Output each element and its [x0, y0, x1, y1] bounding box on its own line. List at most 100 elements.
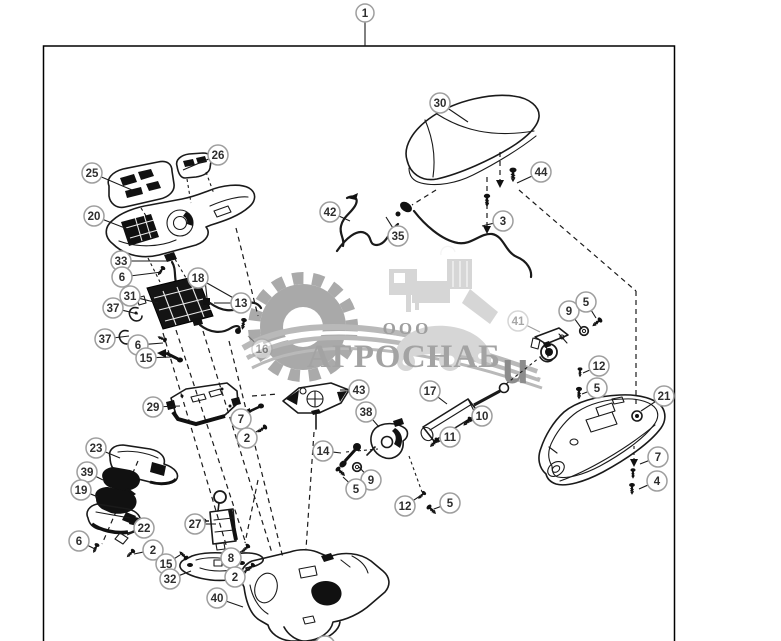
callout-43: 43 [340, 379, 370, 401]
callout-42: 42 [319, 201, 351, 223]
callout-1: 1 [355, 3, 375, 46]
svg-text:2: 2 [150, 545, 156, 557]
callout-16: 16 [247, 335, 273, 360]
mount-plate-29 [166, 382, 241, 427]
svg-text:33: 33 [115, 256, 128, 268]
watermark-company-name: АГРОСНАБ [307, 339, 501, 375]
callout-12: 12 [582, 355, 610, 377]
svg-text:25: 25 [86, 168, 99, 180]
svg-text:19: 19 [75, 485, 88, 497]
callout-22: 22 [126, 517, 155, 539]
svg-text:8: 8 [228, 553, 235, 565]
callout-3: 3 [481, 210, 514, 232]
svg-text:23: 23 [90, 443, 103, 455]
callout-38: 38 [355, 401, 380, 428]
callout-21: 21 [640, 385, 675, 412]
svg-text:4: 4 [654, 476, 661, 488]
callout-33: 33 [110, 250, 168, 272]
figure-border [42, 45, 676, 641]
watermark-company-prefix: ООО [383, 319, 432, 338]
callout-6: 6 [68, 530, 96, 552]
svg-text:38: 38 [360, 407, 373, 419]
callout-18: 18 [187, 267, 238, 301]
panel-stack-23-39-19-22 [86, 444, 179, 560]
svg-text:15: 15 [140, 353, 153, 365]
svg-text:40: 40 [211, 593, 224, 605]
callout-6: 6 [111, 266, 163, 288]
base-bolts-7-4 [628, 459, 638, 496]
switch-27 [201, 490, 238, 551]
callout-9: 9 [558, 300, 583, 330]
callout-15: 15 [135, 347, 172, 369]
svg-text:20: 20 [88, 211, 101, 223]
callout-37: 37 [102, 297, 139, 319]
svg-text:32: 32 [164, 574, 177, 586]
callout-23: 23 [85, 437, 121, 459]
wire-clip-42 [339, 193, 358, 248]
callout-41: 41 [507, 310, 541, 333]
callout-40: 40 [206, 587, 244, 609]
svg-text:42: 42 [324, 207, 337, 219]
callout-2: 2 [224, 566, 251, 588]
keypad-31 [136, 275, 214, 330]
svg-text:37: 37 [107, 303, 120, 315]
callout-29: 29 [142, 396, 181, 418]
svg-text:5: 5 [353, 484, 360, 496]
svg-text:2: 2 [232, 572, 238, 584]
callout-44: 44 [516, 161, 552, 184]
callout-19: 19 [70, 479, 99, 501]
svg-text:13: 13 [235, 298, 248, 310]
callout-5: 5 [581, 377, 608, 399]
svg-text:7: 7 [238, 414, 244, 426]
svg-text:12: 12 [593, 361, 606, 373]
lever-14-hardware [334, 415, 474, 517]
callout-2: 2 [133, 539, 164, 561]
callout-9: 9 [358, 466, 382, 491]
watermark-tractor-icon [389, 259, 498, 371]
callout-5: 5 [575, 291, 597, 319]
svg-text:16: 16 [256, 344, 269, 356]
callout-5: 5 [433, 492, 461, 514]
callout-17: 17 [419, 380, 448, 405]
callout-partial [315, 635, 335, 641]
svg-text:6: 6 [135, 340, 141, 352]
callout-7: 7 [639, 446, 669, 468]
bellcrank-38 [366, 418, 409, 460]
callout-25: 25 [81, 162, 133, 191]
callout-30: 30 [429, 92, 469, 123]
svg-text:18: 18 [192, 273, 205, 285]
svg-text:35: 35 [392, 231, 405, 243]
svg-text:27: 27 [189, 519, 202, 531]
seat-base-21 [538, 394, 666, 486]
svg-text:21: 21 [658, 391, 671, 403]
seat-cushion-part-30 [405, 94, 540, 186]
lower-housing-40 [240, 548, 390, 641]
svg-text:44: 44 [535, 167, 548, 179]
pivot-bracket-43 [282, 382, 350, 430]
callout-12: 12 [394, 495, 421, 517]
svg-text:29: 29 [147, 402, 160, 414]
svg-text:5: 5 [583, 297, 590, 309]
callout-27: 27 [184, 513, 216, 535]
svg-text:39: 39 [81, 467, 94, 479]
callout-35: 35 [385, 216, 409, 247]
fastener-15-upper [156, 333, 183, 363]
callout-39: 39 [76, 461, 104, 483]
svg-text:22: 22 [138, 523, 151, 535]
callout-31: 31 [119, 285, 159, 307]
svg-text:10: 10 [476, 411, 489, 423]
svg-text:9: 9 [566, 306, 572, 318]
callout-37: 37 [94, 328, 130, 350]
callout-26: 26 [182, 144, 229, 171]
callout-4: 4 [638, 470, 668, 492]
control-panel-25 [107, 160, 175, 209]
svg-text:1: 1 [362, 8, 369, 20]
svg-text:31: 31 [124, 291, 137, 303]
callout-8: 8 [220, 547, 246, 569]
svg-text:3: 3 [500, 216, 506, 228]
svg-text:14: 14 [317, 446, 330, 458]
svg-text:17: 17 [424, 386, 437, 398]
